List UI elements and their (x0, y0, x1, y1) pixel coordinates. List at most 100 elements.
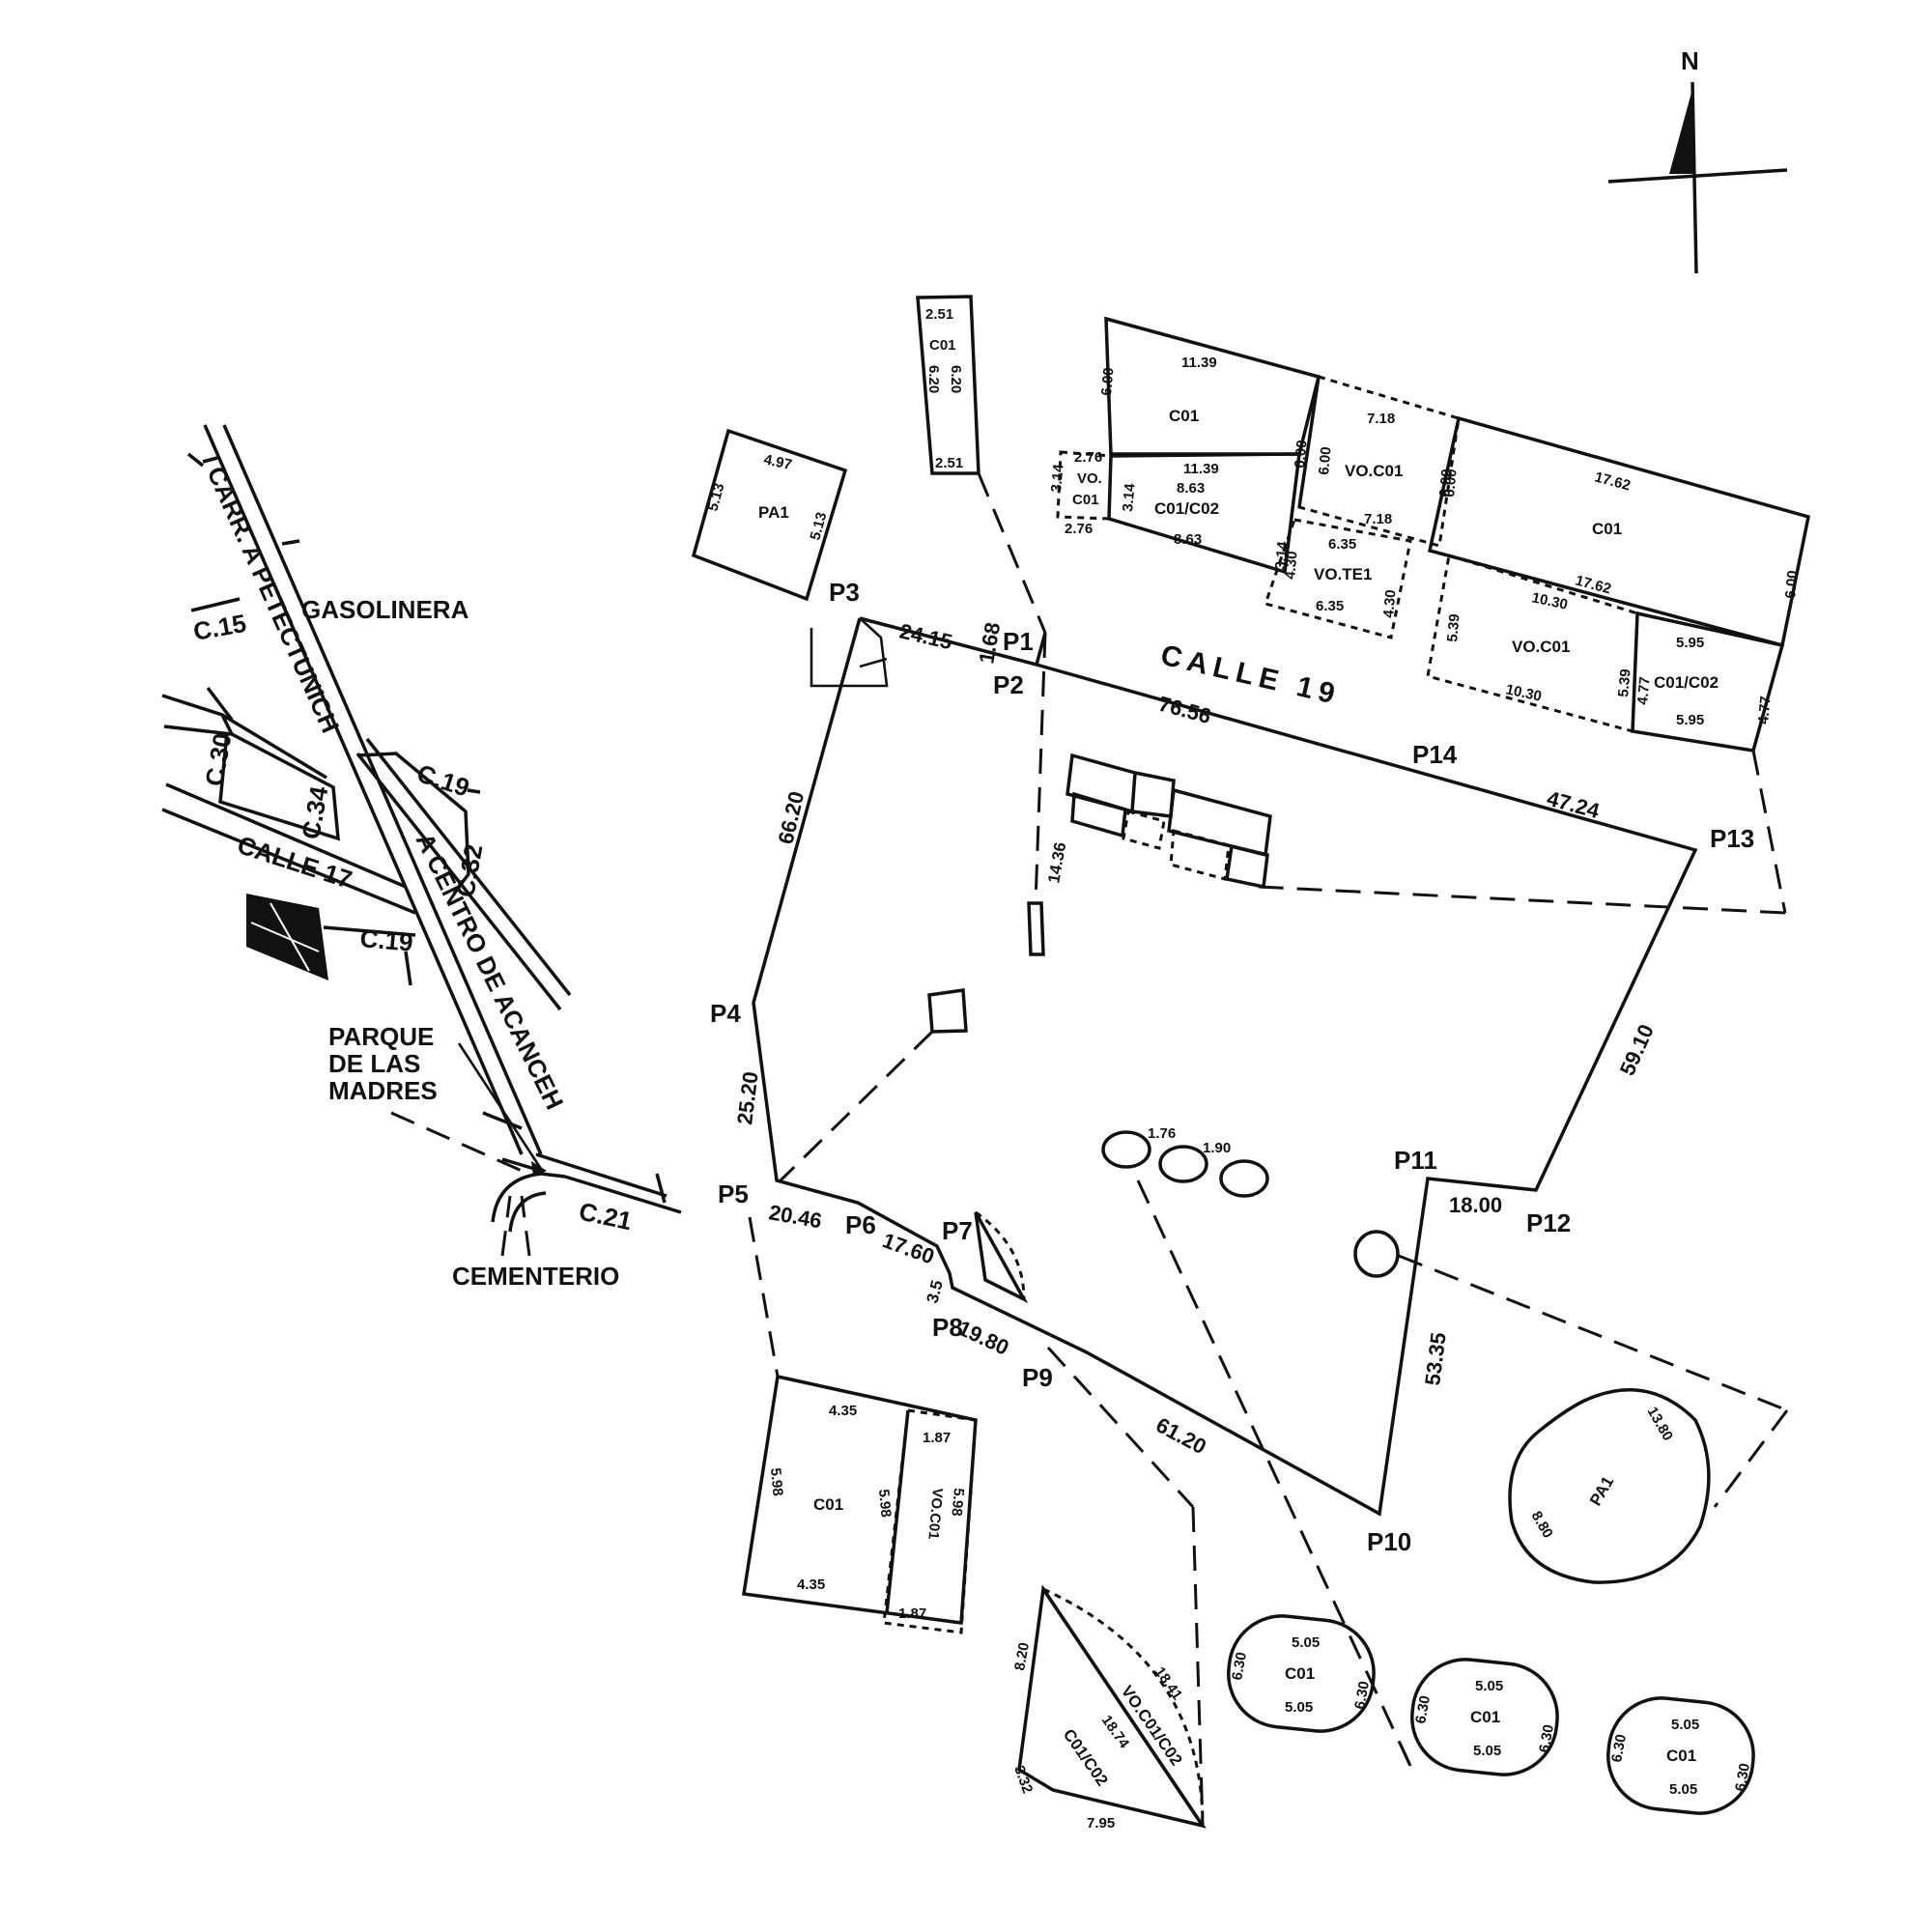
big-top: 17.62 (1593, 469, 1633, 494)
oval-lot-3-left: 6.30 (1608, 1733, 1630, 1764)
north-arrow: N (1607, 46, 1788, 274)
lower-left-right: 5.98 (875, 1489, 894, 1519)
point-p3: P3 (829, 578, 860, 607)
voc01b-use: VO.C01 (1512, 638, 1570, 656)
point-p6: P6 (845, 1210, 876, 1239)
dim-p1-p2: 1.68 (974, 620, 1005, 666)
vote1-use: VO.TE1 (1314, 565, 1372, 583)
point-p13: P13 (1710, 824, 1754, 853)
pa1-top-dim: 4.97 (762, 451, 793, 473)
dim-p11-p12: 18.00 (1449, 1193, 1502, 1217)
vo-small-bottom: 2.76 (1065, 521, 1093, 537)
oval-lot-3-right: 6.30 (1732, 1762, 1753, 1793)
c01c02b-bottom: 5.95 (1676, 712, 1704, 728)
narrow-use: C01 (929, 337, 956, 354)
park-label-1: PARQUE (328, 1022, 434, 1051)
pa1-right-dim: 5.13 (807, 510, 830, 542)
point-p7: P7 (942, 1216, 973, 1245)
lower-vo-top: 1.87 (923, 1430, 951, 1446)
triangle-bottom-left: 3.32 (1010, 1764, 1036, 1796)
road-center-label: A CENTRO DE ACANCEH (411, 828, 570, 1114)
c34-label: C.34 (296, 783, 333, 841)
dim-p9-p10: 61.20 (1152, 1412, 1210, 1459)
point-p10: P10 (1367, 1527, 1411, 1556)
point-p12: P12 (1526, 1208, 1571, 1237)
voc01b-top: 10.30 (1530, 589, 1569, 612)
site-boundary (752, 616, 1698, 1517)
c01c02-bottom: 8.63 (1174, 531, 1202, 548)
pa1-left-dim: 5.13 (704, 481, 727, 513)
vo-small-use2: C01 (1072, 492, 1099, 508)
triangle-left: 8.20 (1011, 1641, 1033, 1672)
locality-map: CARR. A PETECTUNICH A CENTRO DE ACANCEH … (161, 424, 682, 1291)
pond-r1: 13.80 (1644, 1405, 1676, 1444)
voc01b-right: 5.39 (1615, 668, 1634, 698)
cemetery-label: CEMENTERIO (452, 1262, 619, 1291)
c01c02-use: C01/C02 (1154, 499, 1219, 518)
dim-p5-p6: 20.46 (767, 1200, 824, 1233)
voc01b-left: 5.39 (1444, 613, 1463, 643)
dim-p14-p13: 47.24 (1545, 786, 1603, 824)
triangle-arc: 18.41 (1151, 1664, 1185, 1704)
oval-lots (1227, 1614, 1755, 1815)
triangle-lots (974, 1210, 1207, 1829)
lower-left-left: 5.98 (767, 1467, 785, 1497)
c01c02-right: 3.14 (1272, 540, 1292, 570)
oval-lot-2-use: C01 (1470, 1708, 1500, 1726)
narrow-bottom: 2.51 (935, 455, 963, 471)
vo-small-side: 3.14 (1048, 463, 1067, 493)
lower-vo-side: 5.98 (948, 1488, 966, 1518)
point-p5: P5 (718, 1179, 749, 1208)
dim-p10-p11: 53.35 (1420, 1331, 1451, 1387)
c01c02-top: 8.63 (1177, 480, 1205, 497)
plan-labels: CALLE 19 P1 P2 P3 P4 P5 P6 P7 P8 P9 P10 … (704, 306, 1801, 1832)
point-p4: P4 (710, 999, 741, 1028)
oval-d1: 1.76 (1148, 1125, 1176, 1142)
oval-lot-2-right: 6.30 (1536, 1723, 1557, 1754)
dim-p12-p13: 59.10 (1615, 1021, 1659, 1079)
c01c02b-use: C01/C02 (1654, 673, 1719, 692)
oval-lot-2-top: 5.05 (1475, 1678, 1503, 1694)
oval-lot-1-right: 6.30 (1351, 1680, 1373, 1711)
point-p8: P8 (932, 1313, 963, 1342)
c01c02b-top: 5.95 (1676, 635, 1704, 651)
point-p1: P1 (1003, 627, 1034, 656)
voc01-left: 6.00 (1316, 446, 1334, 476)
oval-lot-3-use: C01 (1666, 1747, 1696, 1765)
oval-lot-2-bottom: 5.05 (1473, 1743, 1501, 1759)
interior-buildings (779, 753, 1272, 1182)
voc01-right: 6.00 (1436, 469, 1455, 498)
c19b-label: C.19 (358, 923, 413, 957)
oval-lot-1-bottom: 5.05 (1285, 1699, 1313, 1716)
dim-to-building: 14.36 (1044, 840, 1069, 884)
voc01-bottom: 7.18 (1364, 511, 1392, 527)
dim-p6-p7: 17.60 (879, 1228, 937, 1268)
dim-p2-p13: 76.56 (1156, 692, 1214, 728)
c21-label: C.21 (577, 1197, 635, 1236)
block-a-use: C01 (1169, 407, 1199, 425)
block-a-top: 11.39 (1181, 355, 1217, 371)
park-label-2: DE LAS (328, 1049, 420, 1078)
vo-small-use1: VO. (1077, 470, 1102, 487)
dim-p8-p9: 19.80 (954, 1316, 1012, 1360)
oval-lot-1-top: 5.05 (1292, 1634, 1320, 1651)
vote1-bottom: 6.35 (1316, 598, 1344, 614)
point-p14: P14 (1412, 740, 1458, 769)
block-a-left: 6.00 (1098, 367, 1117, 397)
voc01b-bottom: 10.30 (1504, 681, 1543, 704)
vote1-left: 4.30 (1282, 551, 1300, 581)
big-right: 6.00 (1782, 570, 1801, 600)
voc01-use: VO.C01 (1345, 462, 1403, 480)
triangle-bottom: 7.95 (1087, 1815, 1115, 1832)
narrow-side2: 6.20 (948, 365, 964, 393)
dim-p4-p5: 25.20 (732, 1070, 763, 1126)
lower-left-lots (741, 1216, 978, 1634)
triangle-diag: 18.74 (1098, 1713, 1133, 1752)
pond-r2: 8.80 (1528, 1509, 1556, 1542)
dim-p7-p8: 3.5 (923, 1278, 947, 1305)
point-p11: P11 (1394, 1146, 1437, 1175)
park-label-3: MADRES (328, 1076, 438, 1105)
lower-vo-bottom: 1.87 (898, 1605, 926, 1622)
vote1-right: 4.30 (1380, 589, 1399, 619)
